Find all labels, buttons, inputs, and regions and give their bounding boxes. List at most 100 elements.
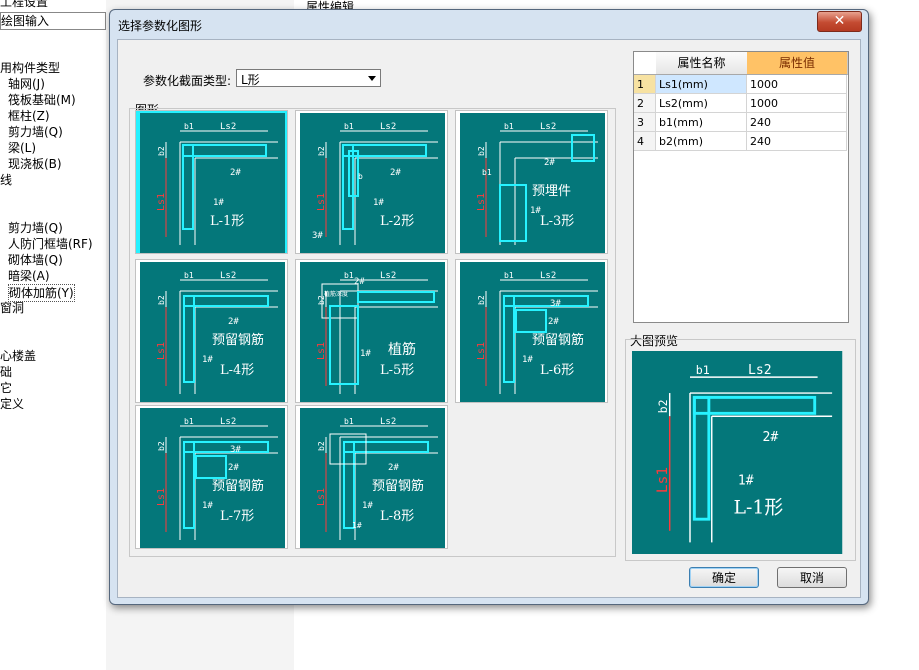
bar-2-label: 2# (230, 168, 241, 178)
tree-item[interactable]: 砌体墙(Q) (8, 253, 63, 267)
property-value[interactable]: 240 (747, 113, 847, 132)
dim-b1-label: b1 (184, 417, 194, 426)
tile-background (632, 351, 843, 554)
row-index: 2 (634, 94, 656, 113)
tree-item[interactable]: 窗洞 (0, 301, 25, 315)
preview-group (625, 339, 856, 561)
tree-item[interactable]: 心楼盖 (0, 349, 37, 363)
shape-label: L-2形 (380, 214, 414, 229)
dim-b1-label: b1 (504, 122, 514, 131)
dim-b2-label: b2 (157, 295, 166, 305)
section-type-label: 参数化截面类型: (143, 74, 232, 88)
tree-item[interactable]: 筏板基础(M) (8, 93, 76, 107)
tree-item[interactable]: 轴网(J) (8, 77, 45, 91)
tree-item[interactable]: 绘图输入 (0, 12, 106, 30)
box (329, 433, 367, 465)
dim-ls1-label: Ls1 (476, 193, 487, 211)
bar-1-label: 1# (738, 473, 754, 488)
rebar-3 (348, 150, 359, 197)
bar-1-label: 1# (530, 206, 541, 216)
shape-label: L-6形 (540, 363, 574, 378)
dim-ls1-label: Ls1 (156, 488, 167, 506)
bar-2-label: 2# (228, 317, 239, 327)
dim-b2-label: b2 (157, 146, 166, 156)
col-header-value: 属性值 (747, 52, 848, 75)
dim-b1-label: b1 (184, 271, 194, 280)
tree-item[interactable]: 砌体加筋(Y) (8, 284, 75, 302)
shape-annotation: 预留钢筋 (372, 478, 424, 494)
bar-1-label: 1# (202, 501, 213, 511)
shapes-group (129, 108, 616, 557)
rebar-1 (343, 441, 355, 529)
bar-1-label: 1# (522, 355, 533, 365)
rebar-3 (515, 309, 547, 333)
property-value[interactable]: 1000 (747, 94, 847, 113)
tree-item[interactable]: 用构件类型 (0, 61, 61, 75)
dim-b1-label: b1 (344, 417, 354, 426)
tree-item[interactable]: 剪力墙(Q) (8, 125, 63, 139)
tree-item[interactable]: 梁(L) (8, 141, 37, 155)
dim-ls1-label: Ls1 (156, 193, 167, 211)
ok-button[interactable]: 确定 (689, 567, 759, 588)
property-value[interactable]: 1000 (747, 75, 847, 94)
property-value[interactable]: 240 (747, 132, 847, 151)
row-index: 4 (634, 132, 656, 151)
tree-item[interactable]: 暗梁(A) (8, 269, 50, 283)
dim-b1-label: b1 (184, 122, 194, 131)
tree-item[interactable]: 线 (0, 173, 13, 187)
embedded-plate (571, 134, 595, 162)
tile-background (140, 113, 285, 253)
bar-2-label: 2# (544, 158, 555, 168)
rebar-1 (692, 395, 711, 521)
shape-annotation: 预埋件 (532, 184, 571, 199)
tile-background (140, 262, 285, 402)
tree-item[interactable]: 框柱(Z) (8, 109, 50, 123)
dim-ls2-label: Ls2 (220, 122, 236, 132)
shape-label: L-1形 (734, 496, 784, 518)
tree-item[interactable]: 剪力墙(Q) (8, 221, 63, 235)
dim-b1-label: b1 (696, 363, 710, 377)
tree-item[interactable]: 工程设置 (0, 0, 49, 9)
tree-item[interactable]: 础 (0, 365, 13, 379)
dim-b1-label: b1 (344, 122, 354, 131)
shape-label: L-4形 (220, 363, 254, 378)
cancel-button[interactable]: 取消 (777, 567, 847, 588)
dim-b1-label: b1 (344, 271, 354, 280)
tree-item[interactable]: 它 (0, 381, 13, 395)
property-name: Ls1(mm) (656, 75, 747, 94)
tree-item[interactable]: 定义 (0, 397, 25, 411)
row-index: 1 (634, 75, 656, 94)
close-button[interactable]: ✕ (817, 11, 862, 32)
dim-b-label: b (358, 172, 363, 181)
tree-item[interactable]: 现浇板(B) (8, 157, 62, 171)
property-name: b2(mm) (656, 132, 747, 151)
bar-1-label: 1# (373, 198, 384, 208)
property-name: b1(mm) (656, 113, 747, 132)
shape-annotation: 预留钢筋 (212, 478, 264, 494)
bar-1-label: 1# (360, 349, 371, 359)
tree-item[interactable]: 人防门框墙(RF) (8, 237, 93, 251)
section-type-value: L形 (241, 73, 260, 87)
shape-annotation: 预留钢筋 (212, 332, 264, 348)
anchor-depth-label: 植筋深度 (324, 290, 348, 298)
dim-ls1-label: Ls1 (655, 467, 671, 493)
section-type-select[interactable]: L形 (236, 69, 381, 87)
dim-b1-label: b1 (482, 168, 492, 177)
bar-1-label: 1# (202, 355, 213, 365)
dim-ls2-label: Ls2 (748, 363, 772, 378)
row-index: 3 (634, 113, 656, 132)
bar-2-label: 2# (388, 463, 399, 473)
